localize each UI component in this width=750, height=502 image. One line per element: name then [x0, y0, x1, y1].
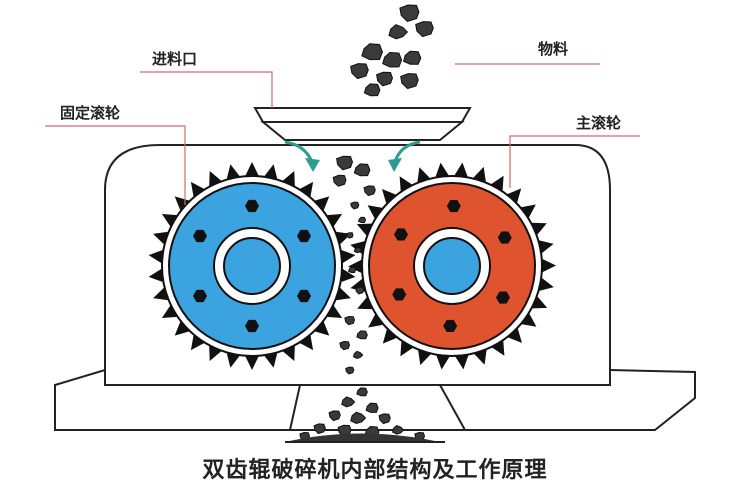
bolt-hexagon-icon [297, 229, 311, 243]
coal-lump-icon [313, 423, 326, 435]
coal-lump-icon [353, 246, 363, 254]
label-material: 物料 [538, 40, 569, 58]
bolt-hexagon-icon [245, 199, 259, 213]
label-feed-inlet: 进料口 [152, 50, 198, 68]
coal-lump-icon [399, 4, 420, 22]
hub-center [223, 237, 281, 295]
coal-lump-icon [361, 43, 384, 61]
label-fixed-roller: 固定滚轮 [60, 104, 121, 122]
coal-lump-icon [392, 425, 405, 435]
bolt-hexagon-icon [446, 200, 461, 213]
coal-lump-icon [363, 185, 376, 197]
coal-lump-icon [388, 24, 409, 40]
coal-lump-icon [415, 21, 434, 38]
bolt-hexagon-icon [394, 228, 408, 241]
bolt-hexagon-icon [297, 289, 311, 303]
bolt-hexagon-icon [193, 229, 207, 243]
coal-lump-icon [356, 330, 368, 340]
feed-hopper [253, 107, 472, 141]
bolt-hexagon-icon [496, 291, 510, 304]
coal-lump-icon [332, 174, 347, 187]
fixed-roller [148, 162, 356, 370]
coal-lump-icon [382, 51, 403, 68]
coal-lump-icon [345, 366, 355, 375]
coal-lump-icon [355, 286, 365, 295]
label-main-roller: 主滚轮 [576, 114, 622, 132]
main-roller [348, 162, 556, 370]
coal-lump-icon [347, 266, 357, 273]
coal-lump-icon [328, 410, 341, 422]
coal-lump-icon [376, 71, 394, 87]
bolt-hexagon-icon [443, 319, 458, 332]
coal-lump-icon [365, 402, 379, 413]
diagram-caption: 双齿辊破碎机内部结构及工作原理 [202, 458, 548, 483]
coal-lump-icon [350, 63, 369, 80]
leader-lines [45, 63, 640, 205]
coal-lump-icon [403, 50, 422, 65]
coal-lump-icon [336, 155, 354, 171]
coal-lump-icon [400, 73, 419, 90]
coal-lump-icon [344, 315, 356, 326]
coal-lump-icon [346, 232, 354, 239]
coal-lump-icon [350, 411, 367, 425]
flow-arrow-icon [388, 158, 402, 172]
bolt-hexagon-icon [245, 319, 259, 333]
coal-lump-icon [339, 340, 351, 351]
bolt-hexagon-icon [497, 231, 512, 244]
coal-lump-icon [341, 396, 356, 408]
flow-arrow-icon [305, 158, 320, 172]
coal-lump-icon [378, 413, 391, 425]
coal-lump-icon [356, 387, 368, 397]
coal-lump-icon [352, 350, 364, 359]
coal-lump-icon [357, 216, 367, 223]
bolt-hexagon-icon [392, 288, 407, 301]
coal-lump-icon [353, 163, 371, 177]
coal-lump-icon [350, 201, 360, 210]
coal-lump-icon [363, 83, 381, 97]
hub-center [423, 237, 481, 295]
crushed-pile [285, 433, 440, 442]
bolt-hexagon-icon [193, 289, 207, 303]
